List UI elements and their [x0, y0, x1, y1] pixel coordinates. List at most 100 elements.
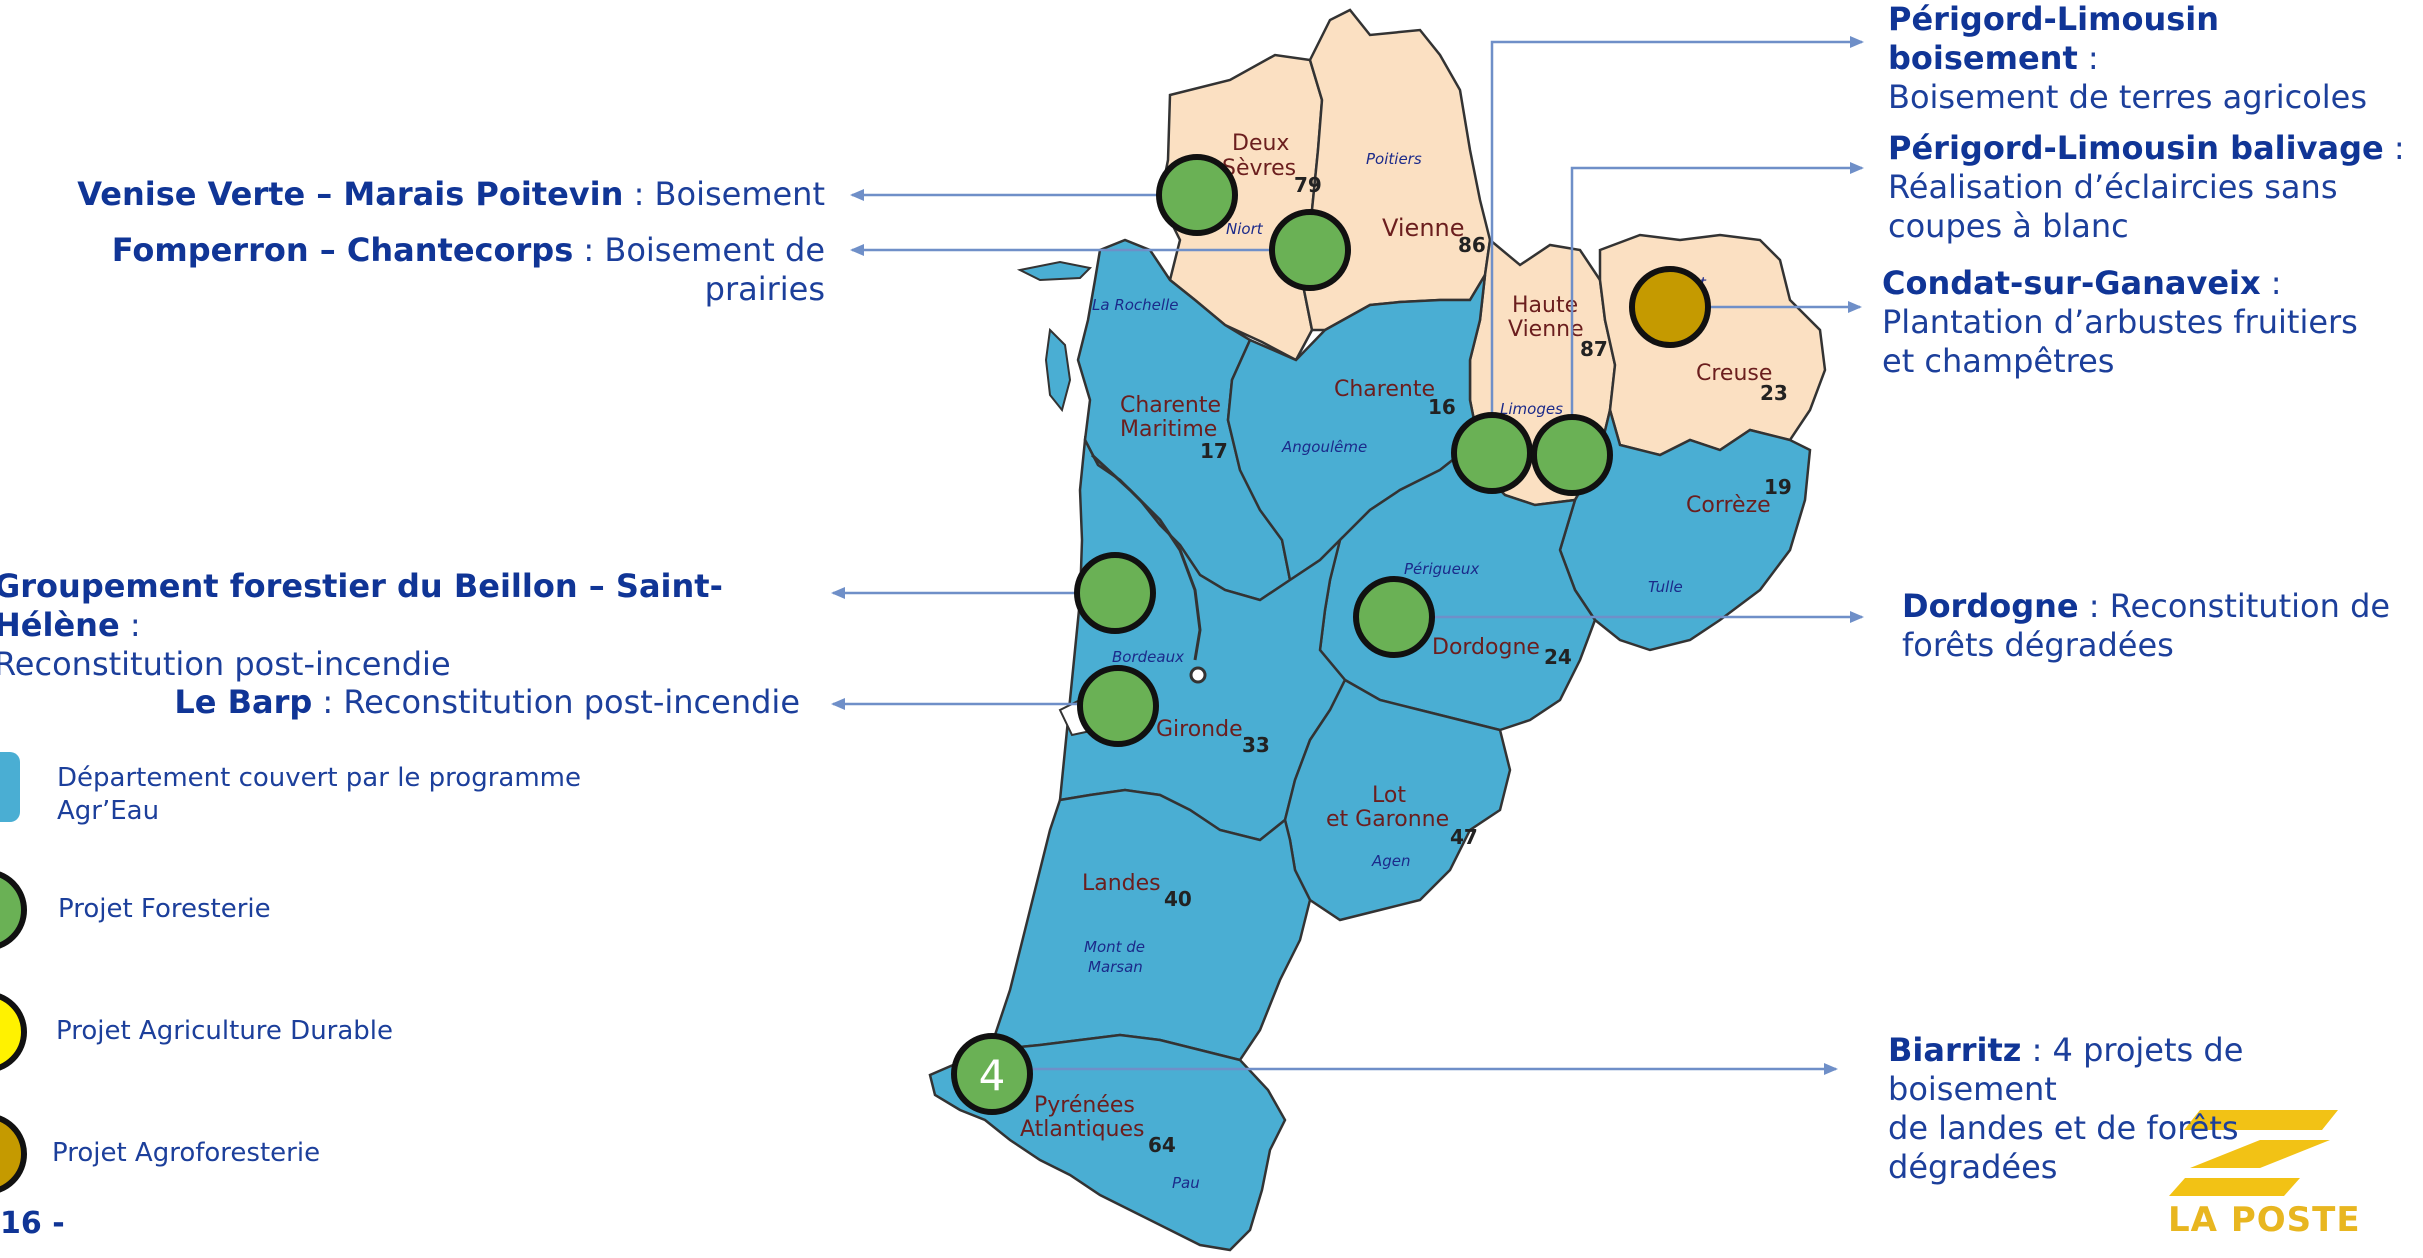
label-perigueux: Périgueux — [1404, 560, 1479, 578]
label-limoges: Limoges — [1500, 400, 1563, 418]
annotation-perigord-balivage-desc3: coupes à blanc — [1888, 207, 2129, 245]
marker-perigord-balivage — [1531, 414, 1613, 496]
annotation-perigord-boisement-desc2: Boisement de terres agricoles — [1888, 78, 2368, 116]
marker-venise — [1156, 154, 1238, 236]
label-lot-num: 47 — [1450, 825, 1478, 849]
la-poste-logo-text: LA POSTE — [2168, 1200, 2361, 1240]
annotation-dordogne-desc2: forêts dégradées — [1902, 626, 2174, 664]
gironde-estuary — [1090, 453, 1202, 661]
label-mont: Mont de — [1084, 938, 1145, 956]
label-charente-num: 16 — [1428, 395, 1456, 419]
legend-foresterie-label: Projet Foresterie — [58, 894, 271, 924]
label-correze: Corrèze — [1686, 493, 1771, 518]
arrow-perigord-boisement — [1490, 36, 1864, 452]
annotation-venise: Venise Verte – Marais Poitevin : Boiseme… — [40, 175, 825, 214]
annotation-lebarp-title: Le Barp — [174, 683, 313, 721]
label-landes: Landes — [1082, 871, 1161, 896]
annotation-perigord-balivage: Périgord-Limousin balivage : Réalisation… — [1888, 129, 2408, 246]
annotation-beillon-desc: : — [119, 606, 141, 644]
label-dordogne-num: 24 — [1544, 645, 1572, 669]
annotation-beillon-desc2: Reconstitution post-incendie — [0, 645, 451, 683]
annotation-fomperron-title: Fomperron – Chantecorps — [111, 231, 574, 269]
label-lot-2: et Garonne — [1326, 807, 1449, 832]
annotation-perigord-balivage-title: Périgord-Limousin balivage — [1888, 129, 2384, 167]
annotation-condat: Condat-sur-Ganaveix : Plantation d’arbus… — [1882, 264, 2402, 381]
label-creuse: Creuse — [1696, 361, 1772, 386]
island-re — [1016, 260, 1093, 282]
annotation-condat-desc: : — [2260, 264, 2282, 302]
marker-biarritz — [951, 1033, 1033, 1115]
legend-swatch-agri-durable — [0, 993, 27, 1071]
marker-beillon — [1074, 552, 1156, 634]
label-la-rochelle: La Rochelle — [1092, 296, 1178, 314]
legend-agroforesterie-label: Projet Agroforesterie — [52, 1138, 321, 1168]
legend-swatch-covered — [0, 752, 20, 822]
label-tulle: Tulle — [1648, 578, 1683, 596]
legend-covered-label: Département couvert par le programme Agr… — [57, 762, 657, 828]
dept-correze — [1558, 405, 1812, 652]
marker-condat — [1629, 266, 1711, 348]
marker-perigord-boisement — [1451, 412, 1533, 494]
annotation-fomperron-desc: : Boisement de prairies — [573, 231, 825, 308]
annotation-beillon-title: Groupement forestier du Beillon – Saint-… — [0, 567, 723, 644]
label-mont-2: Marsan — [1088, 958, 1143, 976]
label-gironde-num: 33 — [1242, 733, 1270, 757]
label-pyrenees-num: 64 — [1148, 1133, 1176, 1157]
legend-agri-durable-label: Projet Agriculture Durable — [56, 1016, 394, 1046]
annotation-venise-desc: : Boisement — [623, 175, 825, 213]
label-haute-vienne: Haute — [1512, 293, 1578, 318]
label-bordeaux: Bordeaux — [1112, 648, 1184, 666]
label-vienne: Vienne — [1382, 214, 1465, 242]
label-charente-maritime-2: Maritime — [1120, 417, 1217, 442]
arrow-perigord-balivage — [1570, 162, 1864, 452]
marker-biarritz-count: 4 — [979, 1051, 1006, 1100]
annotation-biarritz-title: Biarritz — [1888, 1031, 2022, 1069]
island-oleron — [1044, 327, 1072, 413]
annotation-condat-desc2: Plantation d’arbustes fruitiers — [1882, 303, 2358, 341]
annotation-lebarp: Le Barp : Reconstitution post-incendie — [60, 683, 800, 722]
annotation-lebarp-desc: : Reconstitution post-incendie — [312, 683, 800, 721]
legend-covered-line1: Département couvert par le programme — [57, 763, 581, 793]
legend-covered-line2: Agr’Eau — [57, 796, 160, 826]
annotation-dordogne-desc: : Reconstitution de — [2078, 587, 2391, 625]
label-haute-vienne-num: 87 — [1580, 337, 1608, 361]
annotation-dordogne: Dordogne : Reconstitution de forêts dégr… — [1902, 587, 2412, 665]
annotation-condat-desc3: et champêtres — [1882, 342, 2115, 380]
annotation-dordogne-title: Dordogne — [1902, 587, 2079, 625]
marker-lebarp — [1077, 665, 1159, 747]
annotation-perigord-balivage-desc2: Réalisation d’éclaircies sans — [1888, 168, 2338, 206]
page-number: 16 - — [0, 1206, 65, 1241]
label-pyrenees-2: Atlantiques — [1020, 1117, 1144, 1142]
label-creuse-num: 23 — [1760, 381, 1788, 405]
dept-deux-sevres — [1158, 53, 1324, 362]
label-landes-num: 40 — [1164, 887, 1192, 911]
dept-landes — [988, 788, 1312, 1062]
annotation-venise-title: Venise Verte – Marais Poitevin — [77, 175, 624, 213]
label-angouleme: Angoulême — [1281, 438, 1367, 456]
label-agen: Agen — [1371, 852, 1411, 870]
legend-swatch-foresterie — [0, 871, 27, 949]
label-poitiers: Poitiers — [1366, 150, 1422, 168]
annotation-condat-title: Condat-sur-Ganaveix — [1882, 264, 2261, 302]
dept-lot-et-garonne — [1283, 678, 1512, 922]
label-niort: Niort — [1226, 220, 1264, 238]
annotation-perigord-boisement: Périgord-Limousin boisement : Boisement … — [1888, 0, 2408, 117]
marker-fomperron — [1269, 209, 1351, 291]
label-deux-sevres-num: 79 — [1294, 173, 1322, 197]
annotation-fomperron: Fomperron – Chantecorps : Boisement de p… — [0, 231, 825, 309]
legend-swatch-agroforesterie — [0, 1115, 27, 1193]
label-correze-num: 19 — [1764, 475, 1792, 499]
bordeaux-dot — [1189, 666, 1207, 684]
label-gironde: Gironde — [1156, 717, 1243, 742]
annotation-biarritz-desc: : 4 projets de boisement — [1888, 1031, 2244, 1108]
annotation-perigord-boisement-desc: : — [2077, 39, 2099, 77]
annotation-beillon: Groupement forestier du Beillon – Saint-… — [0, 567, 814, 684]
label-lot: Lot — [1372, 783, 1406, 808]
annotation-perigord-balivage-desc: : — [2383, 129, 2405, 167]
marker-dordogne — [1353, 576, 1435, 658]
annotation-biarritz: Biarritz : 4 projets de boisement de lan… — [1888, 1031, 2418, 1187]
label-dordogne: Dordogne — [1432, 635, 1540, 660]
label-pyrenees: Pyrénées — [1034, 1093, 1135, 1118]
label-charente-maritime: Charente — [1120, 393, 1221, 418]
